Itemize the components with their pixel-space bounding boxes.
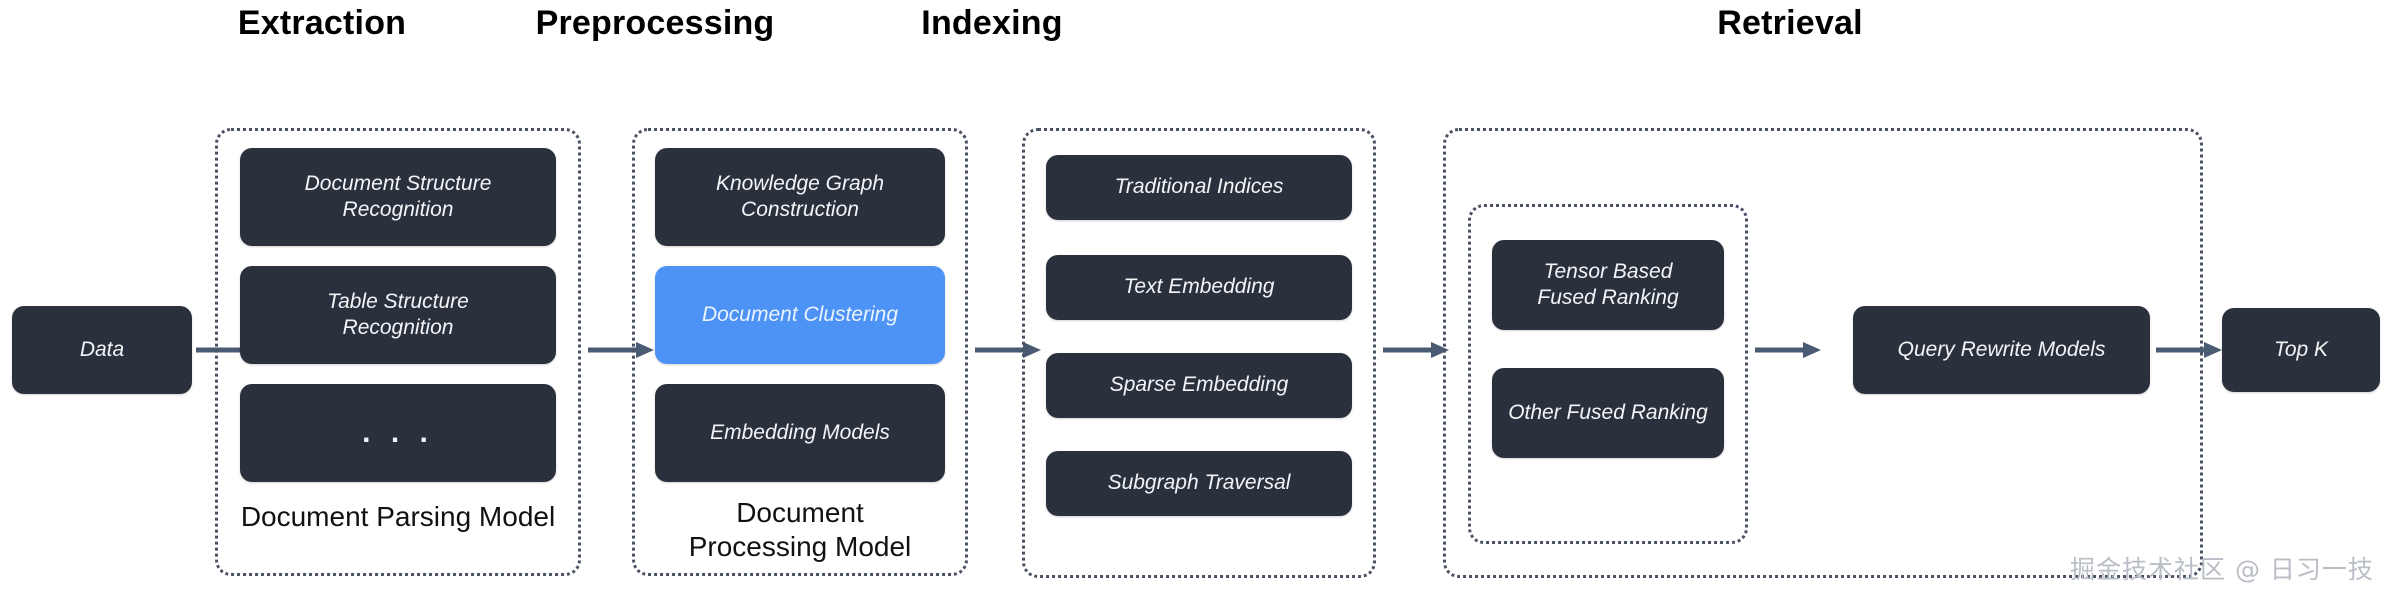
node-tensor-based-fused-ranking[interactable]: Tensor Based Fused Ranking [1492, 240, 1724, 330]
arrow-query-rewrite-to-top-k [2156, 341, 2222, 359]
group-box-retrieval [1443, 128, 2203, 578]
node-query-rewrite-models[interactable]: Query Rewrite Models [1853, 306, 2150, 394]
group-caption-preprocessing: Document Processing Model [688, 497, 912, 563]
group-box-preprocessing [632, 128, 968, 576]
node-embedding-models[interactable]: Embedding Models [655, 384, 945, 482]
node-traditional-indices[interactable]: Traditional Indices [1046, 155, 1352, 220]
node-data[interactable]: Data [12, 306, 192, 394]
node-top-k[interactable]: Top K [2222, 308, 2380, 392]
node-extraction-ellipsis[interactable]: . . . [240, 384, 556, 482]
node-sparse-embedding[interactable]: Sparse Embedding [1046, 353, 1352, 418]
stage-title-retrieval: Retrieval [1717, 4, 1863, 42]
arrow-indexing-to-retrieval [1383, 341, 1449, 359]
arrow-extraction-to-preprocessing [588, 341, 654, 359]
node-other-fused-ranking[interactable]: Other Fused Ranking [1492, 368, 1724, 458]
stage-title-preprocessing: Preprocessing [535, 4, 775, 42]
group-box-indexing [1022, 128, 1376, 578]
group-box-fused-ranking [1468, 204, 1748, 544]
arrow-fused-ranking-to-query-rewrite [1755, 341, 1821, 359]
node-document-structure-recognition[interactable]: Document Structure Recognition [240, 148, 556, 246]
node-knowledge-graph-construction[interactable]: Knowledge Graph Construction [655, 148, 945, 246]
group-box-extraction [215, 128, 581, 576]
node-text-embedding[interactable]: Text Embedding [1046, 255, 1352, 320]
watermark: 掘金技术社区 @ 日习一技 [2070, 555, 2374, 584]
arrow-preprocessing-to-indexing [975, 341, 1041, 359]
node-subgraph-traversal[interactable]: Subgraph Traversal [1046, 451, 1352, 516]
node-document-clustering[interactable]: Document Clustering [655, 266, 945, 364]
stage-title-indexing: Indexing [921, 4, 1063, 42]
group-caption-extraction: Document Parsing Model [240, 501, 556, 532]
stage-title-extraction: Extraction [237, 4, 407, 42]
node-table-structure-recognition[interactable]: Table Structure Recognition [240, 266, 556, 364]
